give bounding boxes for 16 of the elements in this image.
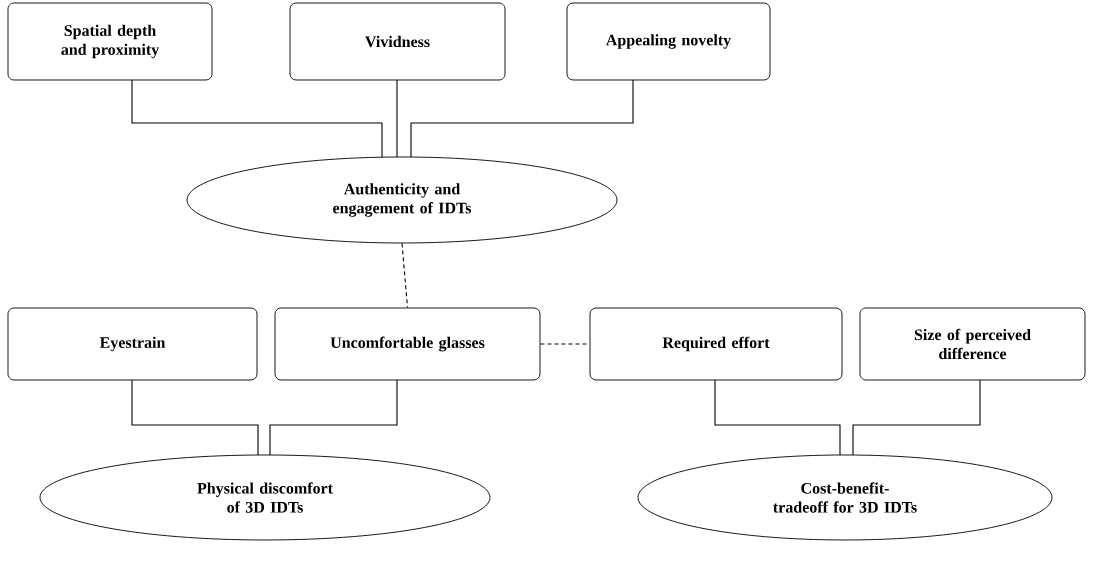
- connector-line: [131, 79, 383, 158]
- factor-box: Size of perceived difference: [859, 307, 1086, 381]
- connector-line: [131, 379, 259, 456]
- factor-box: Appealing novelty: [566, 2, 771, 81]
- connector-line: [852, 379, 981, 456]
- factor-box: Required effort: [589, 307, 843, 381]
- factor-box: Vividness: [289, 2, 506, 81]
- factor-box: Uncomfortable glasses: [274, 307, 541, 381]
- connector-line: [539, 343, 591, 345]
- factor-box: Eyestrain: [7, 307, 258, 381]
- connector-line: [714, 379, 841, 456]
- connector-line: [401, 242, 409, 309]
- connector-line: [410, 79, 634, 158]
- connector-line: [396, 79, 398, 158]
- factor-box: Spatial depth and proximity: [7, 2, 213, 81]
- connector-line: [269, 379, 398, 456]
